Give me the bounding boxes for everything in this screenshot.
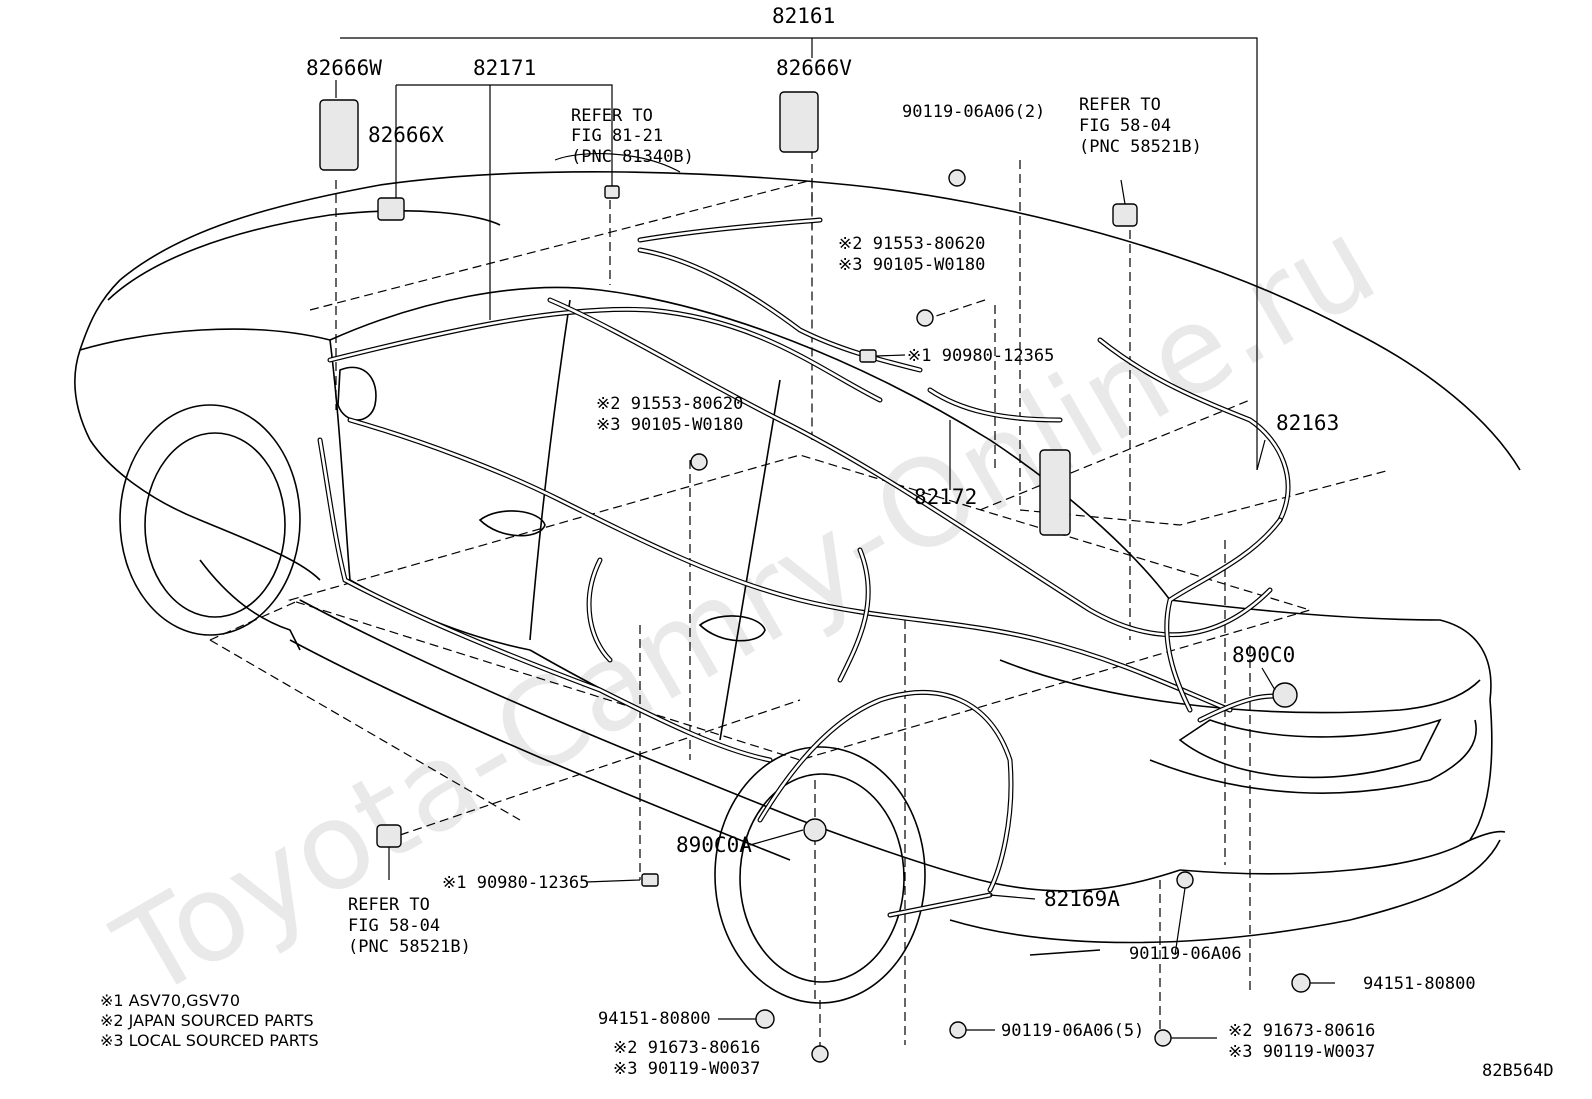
refer-top-line2: FIG 81-21: [571, 126, 663, 146]
refer-tr-line3: (PNC 58521B): [1079, 137, 1202, 157]
part-clip-top: [604, 185, 620, 199]
bolt-91673-l: [811, 1045, 829, 1063]
refer-bl-line1: REFER TO: [348, 895, 430, 915]
label-90119-W0037-r: ※3 90119-W0037: [1228, 1042, 1375, 1062]
wire-harness: [317, 217, 1293, 918]
label-82169A: 82169A: [1044, 887, 1120, 911]
bolt-90119-top: [948, 169, 966, 187]
bolt-90105-a: [916, 309, 934, 327]
label-90119-06A06-5: 90119-06A06(5): [1001, 1021, 1144, 1041]
part-82666X-clip: [377, 197, 405, 221]
label-90105-b: ※3 90105-W0180: [596, 415, 743, 435]
refer-bl-line3: (PNC 58521B): [348, 937, 471, 957]
refer-top-line1: REFER TO: [571, 106, 653, 126]
part-82666V-bracket: [779, 91, 819, 153]
sensor-890C0: [1272, 682, 1298, 708]
label-82171: 82171: [473, 56, 536, 80]
label-90980-a: ※1 90980-12365: [907, 346, 1054, 366]
parts: [319, 91, 1311, 1063]
diagram-code: 82B564D: [1482, 1061, 1554, 1081]
label-91553-a: ※2 91553-80620: [838, 234, 985, 254]
label-94151-l: 94151-80800: [598, 1009, 711, 1029]
note-3: ※3 LOCAL SOURCED PARTS: [100, 1031, 319, 1050]
part-connector-82172: [859, 349, 877, 363]
label-82172: 82172: [914, 485, 977, 509]
bolt-90119-06A06-r: [1176, 871, 1194, 889]
bolt-90119-5: [949, 1021, 967, 1039]
label-82161: 82161: [772, 4, 835, 28]
label-90119-06A06-2: 90119-06A06(2): [902, 102, 1045, 122]
label-91673-r: ※2 91673-80616: [1228, 1021, 1375, 1041]
part-junction-center: [1039, 449, 1071, 536]
label-890C0A: 890C0A: [676, 833, 752, 857]
sensor-890C0A: [803, 818, 827, 842]
nut-94151-r: [1291, 973, 1311, 993]
label-82666V: 82666V: [776, 56, 852, 80]
watermark: Toyota-Camry-Online.ru: [94, 193, 1398, 1026]
bolt-90105-b: [690, 453, 708, 471]
refer-tr-line1: REFER TO: [1079, 95, 1161, 115]
refer-tr-line2: FIG 58-04: [1079, 116, 1171, 136]
part-clip-90980-b: [641, 873, 659, 887]
label-91553-b: ※2 91553-80620: [596, 394, 743, 414]
bolt-91673-r: [1154, 1029, 1172, 1047]
part-labels: 82161 82666W 82171 82666V 82666X REFER T…: [306, 4, 1554, 1081]
part-82666W-relay-block: [319, 99, 359, 171]
label-82666W: 82666W: [306, 56, 382, 80]
refer-top-line3: (PNC 81340B): [571, 147, 694, 167]
part-clip-bl: [376, 824, 402, 848]
refer-bl-line2: FIG 58-04: [348, 916, 440, 936]
label-890C0: 890C0: [1232, 643, 1295, 667]
label-94151-r: 94151-80800: [1363, 974, 1476, 994]
label-90119-06A06-r: 90119-06A06: [1129, 944, 1242, 964]
label-90980-b: ※1 90980-12365: [442, 873, 589, 893]
dashed-guide-lines: [209, 150, 1391, 1055]
label-91673-l: ※2 91673-80616: [613, 1038, 760, 1058]
note-1: ※1 ASV70,GSV70: [100, 991, 240, 1010]
nut-94151-l: [755, 1009, 775, 1029]
part-clip-tr: [1112, 203, 1138, 227]
label-82666X: 82666X: [368, 123, 444, 147]
leader-lines: [335, 37, 1335, 1039]
label-90119-W0037-l: ※3 90119-W0037: [613, 1059, 760, 1079]
note-2: ※2 JAPAN SOURCED PARTS: [100, 1011, 314, 1030]
label-82163: 82163: [1276, 411, 1339, 435]
label-90105-a: ※3 90105-W0180: [838, 255, 985, 275]
legend-notes: ※1 ASV70,GSV70 ※2 JAPAN SOURCED PARTS ※3…: [100, 991, 319, 1050]
